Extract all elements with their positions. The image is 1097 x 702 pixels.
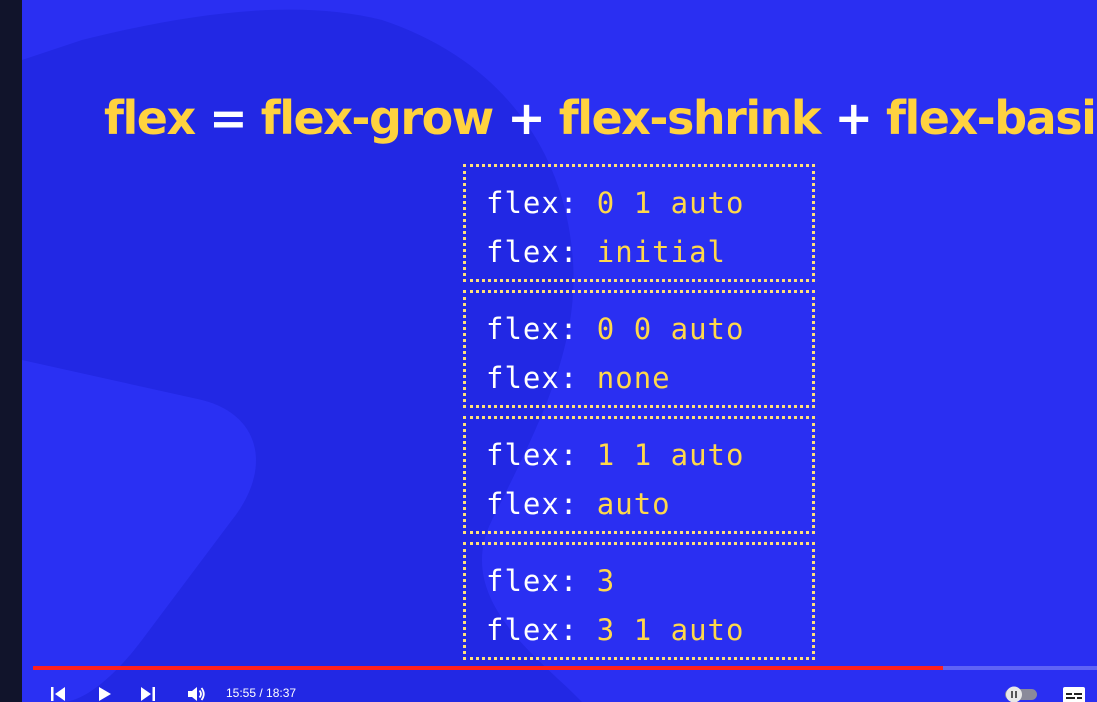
code-line: flex: auto <box>486 480 812 529</box>
title-flex-shrink: flex-shrink <box>558 91 822 145</box>
play-icon[interactable] <box>94 684 114 702</box>
window-edge <box>0 0 22 702</box>
code-value: 3 <box>596 564 616 598</box>
previous-icon[interactable] <box>48 684 68 702</box>
progress-bar[interactable] <box>33 666 1097 670</box>
code-prop: flex: <box>486 186 579 220</box>
code-prop: flex: <box>486 487 579 521</box>
next-icon[interactable] <box>138 684 158 702</box>
player-controls: 15:55 / 18:37 <box>22 676 1097 702</box>
code-prop: flex: <box>486 438 579 472</box>
code-boxes: flex: 0 1 auto flex: initial flex: 0 0 a… <box>463 164 815 668</box>
background-shape <box>22 9 582 702</box>
code-value: auto <box>596 487 671 521</box>
code-line: flex: 0 0 auto <box>486 305 812 354</box>
code-line: flex: 3 <box>486 557 812 606</box>
code-box-number: flex: 3 flex: 3 1 auto <box>463 542 815 660</box>
progress-played <box>33 666 943 670</box>
code-value: 3 1 auto <box>596 613 745 647</box>
autoplay-toggle-icon[interactable] <box>1004 684 1038 702</box>
code-value: none <box>596 361 671 395</box>
code-box-none: flex: 0 0 auto flex: none <box>463 290 815 408</box>
code-line: flex: 0 1 auto <box>486 179 812 228</box>
code-line: flex: initial <box>486 228 812 277</box>
code-value: initial <box>596 235 726 269</box>
time-display: 15:55 / 18:37 <box>226 686 297 700</box>
code-prop: flex: <box>486 235 579 269</box>
code-line: flex: none <box>486 354 812 403</box>
title-flex: flex <box>104 91 196 145</box>
code-box-initial: flex: 0 1 auto flex: initial <box>463 164 815 282</box>
title-flex-grow: flex-grow <box>260 91 494 145</box>
code-value: 0 0 auto <box>596 312 745 346</box>
title-plus-2: + <box>834 91 873 145</box>
title-flex-basis: flex-basis <box>886 91 1097 145</box>
code-box-auto: flex: 1 1 auto flex: auto <box>463 416 815 534</box>
volume-icon[interactable] <box>186 684 206 702</box>
code-prop: flex: <box>486 312 579 346</box>
code-line: flex: 1 1 auto <box>486 431 812 480</box>
code-value: 1 1 auto <box>596 438 745 472</box>
title-plus-1: + <box>507 91 546 145</box>
slide-title: flex = flex-grow + flex-shrink + flex-ba… <box>104 86 1097 150</box>
code-prop: flex: <box>486 613 579 647</box>
code-prop: flex: <box>486 564 579 598</box>
code-prop: flex: <box>486 361 579 395</box>
code-value: 0 1 auto <box>596 186 745 220</box>
title-equals: = <box>209 91 248 145</box>
subtitles-icon[interactable] <box>1062 684 1086 702</box>
slide-frame[interactable]: flex = flex-grow + flex-shrink + flex-ba… <box>22 0 1097 702</box>
code-line: flex: 3 1 auto <box>486 606 812 655</box>
